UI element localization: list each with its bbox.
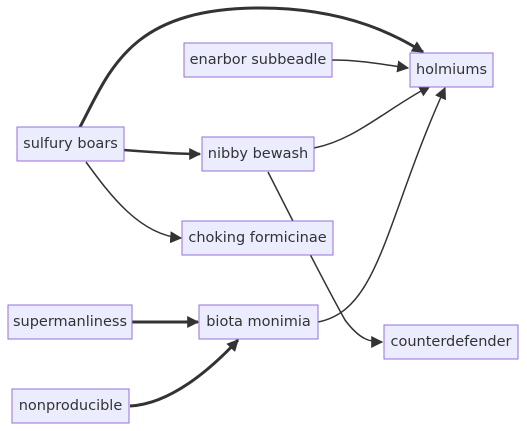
edge-sulfury-boars-to-holmiums	[78, 6, 425, 128]
node-nibby-bewash: nibby bewash	[201, 136, 315, 172]
edge-nibby-bewash-to-holmiums	[313, 85, 432, 149]
node-enarbor-subbeadle: enarbor subbeadle	[183, 42, 333, 78]
node-label: sulfury boars	[23, 136, 118, 152]
edge-nibby-bewash-to-counterdefender	[267, 171, 384, 348]
node-holmiums: holmiums	[409, 52, 494, 88]
edge-nonproducible-to-biota-monimia	[129, 338, 240, 408]
node-choking-formicinae: choking formicinae	[181, 220, 334, 256]
node-supermanliness: supermanliness	[7, 304, 133, 340]
node-label: enarbor subbeadle	[190, 52, 327, 68]
node-label: supermanliness	[13, 314, 127, 330]
node-label: nibby bewash	[208, 146, 308, 162]
node-nonproducible: nonproducible	[11, 388, 130, 424]
node-biota-monimia: biota monimia	[198, 304, 319, 340]
edge-sulfury-boars-to-nibby-bewash	[123, 147, 202, 160]
node-sulfury-boars: sulfury boars	[16, 126, 125, 162]
node-label: counterdefender	[391, 334, 512, 350]
edge-enarbor-subbeadle-to-holmiums	[331, 59, 410, 73]
node-label: choking formicinae	[188, 230, 326, 246]
node-label: nonproducible	[19, 398, 123, 414]
edge-biota-monimia-to-holmiums	[317, 86, 446, 323]
node-counterdefender: counterdefender	[383, 324, 519, 360]
node-label: biota monimia	[206, 314, 311, 330]
node-label: holmiums	[416, 62, 487, 78]
edge-sulfury-boars-to-choking-formicinae	[85, 161, 183, 244]
